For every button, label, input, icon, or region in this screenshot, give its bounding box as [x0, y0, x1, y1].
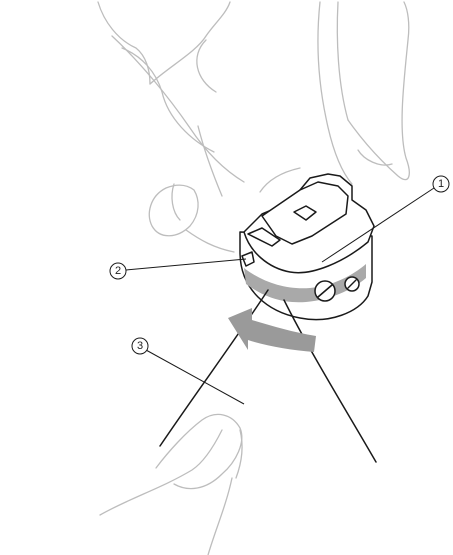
callout-1-label: 1: [438, 178, 444, 190]
leader-2: [126, 259, 246, 270]
finger-crease: [197, 40, 216, 92]
screw-large: [315, 281, 335, 301]
callout-3: 3: [132, 338, 148, 354]
right-finger-tip: [348, 2, 409, 180]
callout-3-label: 3: [137, 340, 143, 352]
thumb-bottom-outline: [100, 430, 222, 515]
right-finger-back: [260, 168, 300, 192]
screw-small: [345, 277, 359, 291]
right-finger-nail: [358, 150, 392, 165]
callout-2: 2: [110, 263, 126, 279]
thumb-bottom-lower: [208, 478, 232, 555]
right-finger-outer: [318, 2, 352, 184]
index-finger-upper-contour: [150, 2, 230, 84]
knuckle-contour: [198, 126, 222, 196]
thumb-bottom-nail: [156, 414, 242, 488]
callout-1: 1: [433, 176, 449, 192]
fingertip-left-inner: [172, 184, 180, 220]
bobbin-case: [240, 174, 374, 320]
index-finger-lower-contour: [112, 36, 244, 182]
thread-right-strand: [284, 300, 376, 462]
palm-back-contour: [98, 2, 150, 84]
callout-2-label: 2: [115, 265, 121, 277]
fingertip-lower-contour: [186, 230, 234, 252]
right-finger-middle: [337, 2, 348, 120]
